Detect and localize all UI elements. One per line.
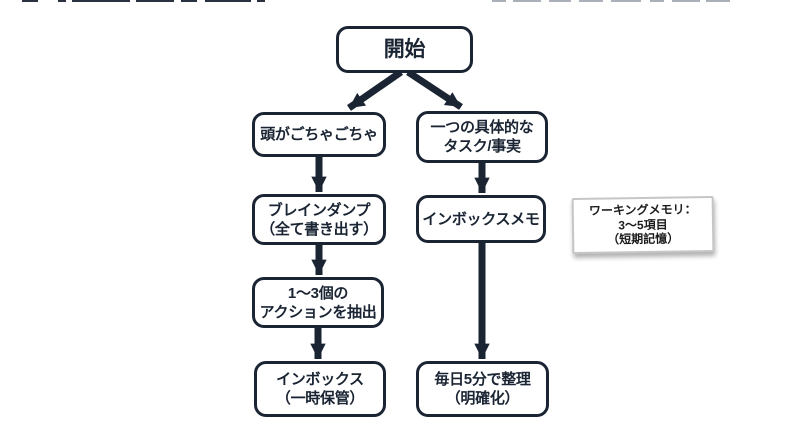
- node-label: （一時保管）: [275, 390, 365, 407]
- cropped-text-artifact: [136, 0, 174, 2]
- cropped-text-artifact: [650, 0, 664, 2]
- node-label: 頭がごちゃごちゃ: [260, 126, 378, 143]
- node-label: ブレインダンプ: [267, 201, 371, 219]
- cropped-text-artifact: [706, 0, 730, 2]
- cropped-text-artifact: [549, 0, 571, 2]
- node-label: 開始: [383, 38, 426, 61]
- cropped-text-artifact: [579, 0, 603, 2]
- node-label: （全て書き出す）: [260, 220, 378, 238]
- node-label: アクションを抽出: [259, 303, 377, 321]
- node-brain-dump: ブレインダンプ （全て書き出す）: [252, 194, 386, 245]
- node-messy-head: 頭がごちゃごちゃ: [252, 112, 386, 157]
- cropped-text-artifact: [205, 0, 251, 2]
- cropped-text-artifact: [72, 0, 130, 2]
- arrow-start-to-messy-head: [347, 69, 403, 111]
- cropped-text-artifact: [257, 0, 265, 2]
- node-label: 毎日5分で整理: [434, 371, 531, 388]
- note-line: ワーキングメモリ：: [588, 202, 697, 219]
- cropped-text-artifact: [672, 0, 700, 2]
- cropped-text-artifact: [22, 0, 38, 2]
- cropped-text-artifact: [611, 0, 641, 2]
- node-label: インボックス: [276, 371, 364, 388]
- cropped-text-artifact: [58, 0, 66, 2]
- cropped-text-artifact: [492, 0, 506, 2]
- note-line: （短期記憶）: [607, 231, 680, 247]
- node-specific-task: 一つの具体的な タスク/事実: [416, 111, 548, 163]
- node-label: 一つの具体的な: [430, 119, 534, 136]
- node-extract-actions: 1〜3個の アクションを抽出: [252, 277, 384, 328]
- node-inbox-memo: インボックスメモ: [416, 195, 546, 243]
- node-label: 1〜3個の: [287, 284, 349, 302]
- node-start: 開始: [336, 26, 473, 73]
- node-daily-organize: 毎日5分で整理 （明確化）: [416, 361, 549, 417]
- node-inbox: インボックス （一時保管）: [254, 361, 386, 417]
- node-label: インボックスメモ: [422, 210, 540, 228]
- cropped-text-artifact: [181, 0, 197, 2]
- working-memory-note: ワーキングメモリ： 3〜5項目 （短期記憶）: [571, 196, 715, 254]
- note-line: 3〜5項目: [618, 217, 668, 233]
- node-label: （明確化）: [445, 390, 520, 407]
- cropped-text-artifact: [513, 0, 541, 2]
- node-label: タスク/事実: [443, 138, 521, 155]
- arrow-start-to-specific-task: [406, 69, 463, 110]
